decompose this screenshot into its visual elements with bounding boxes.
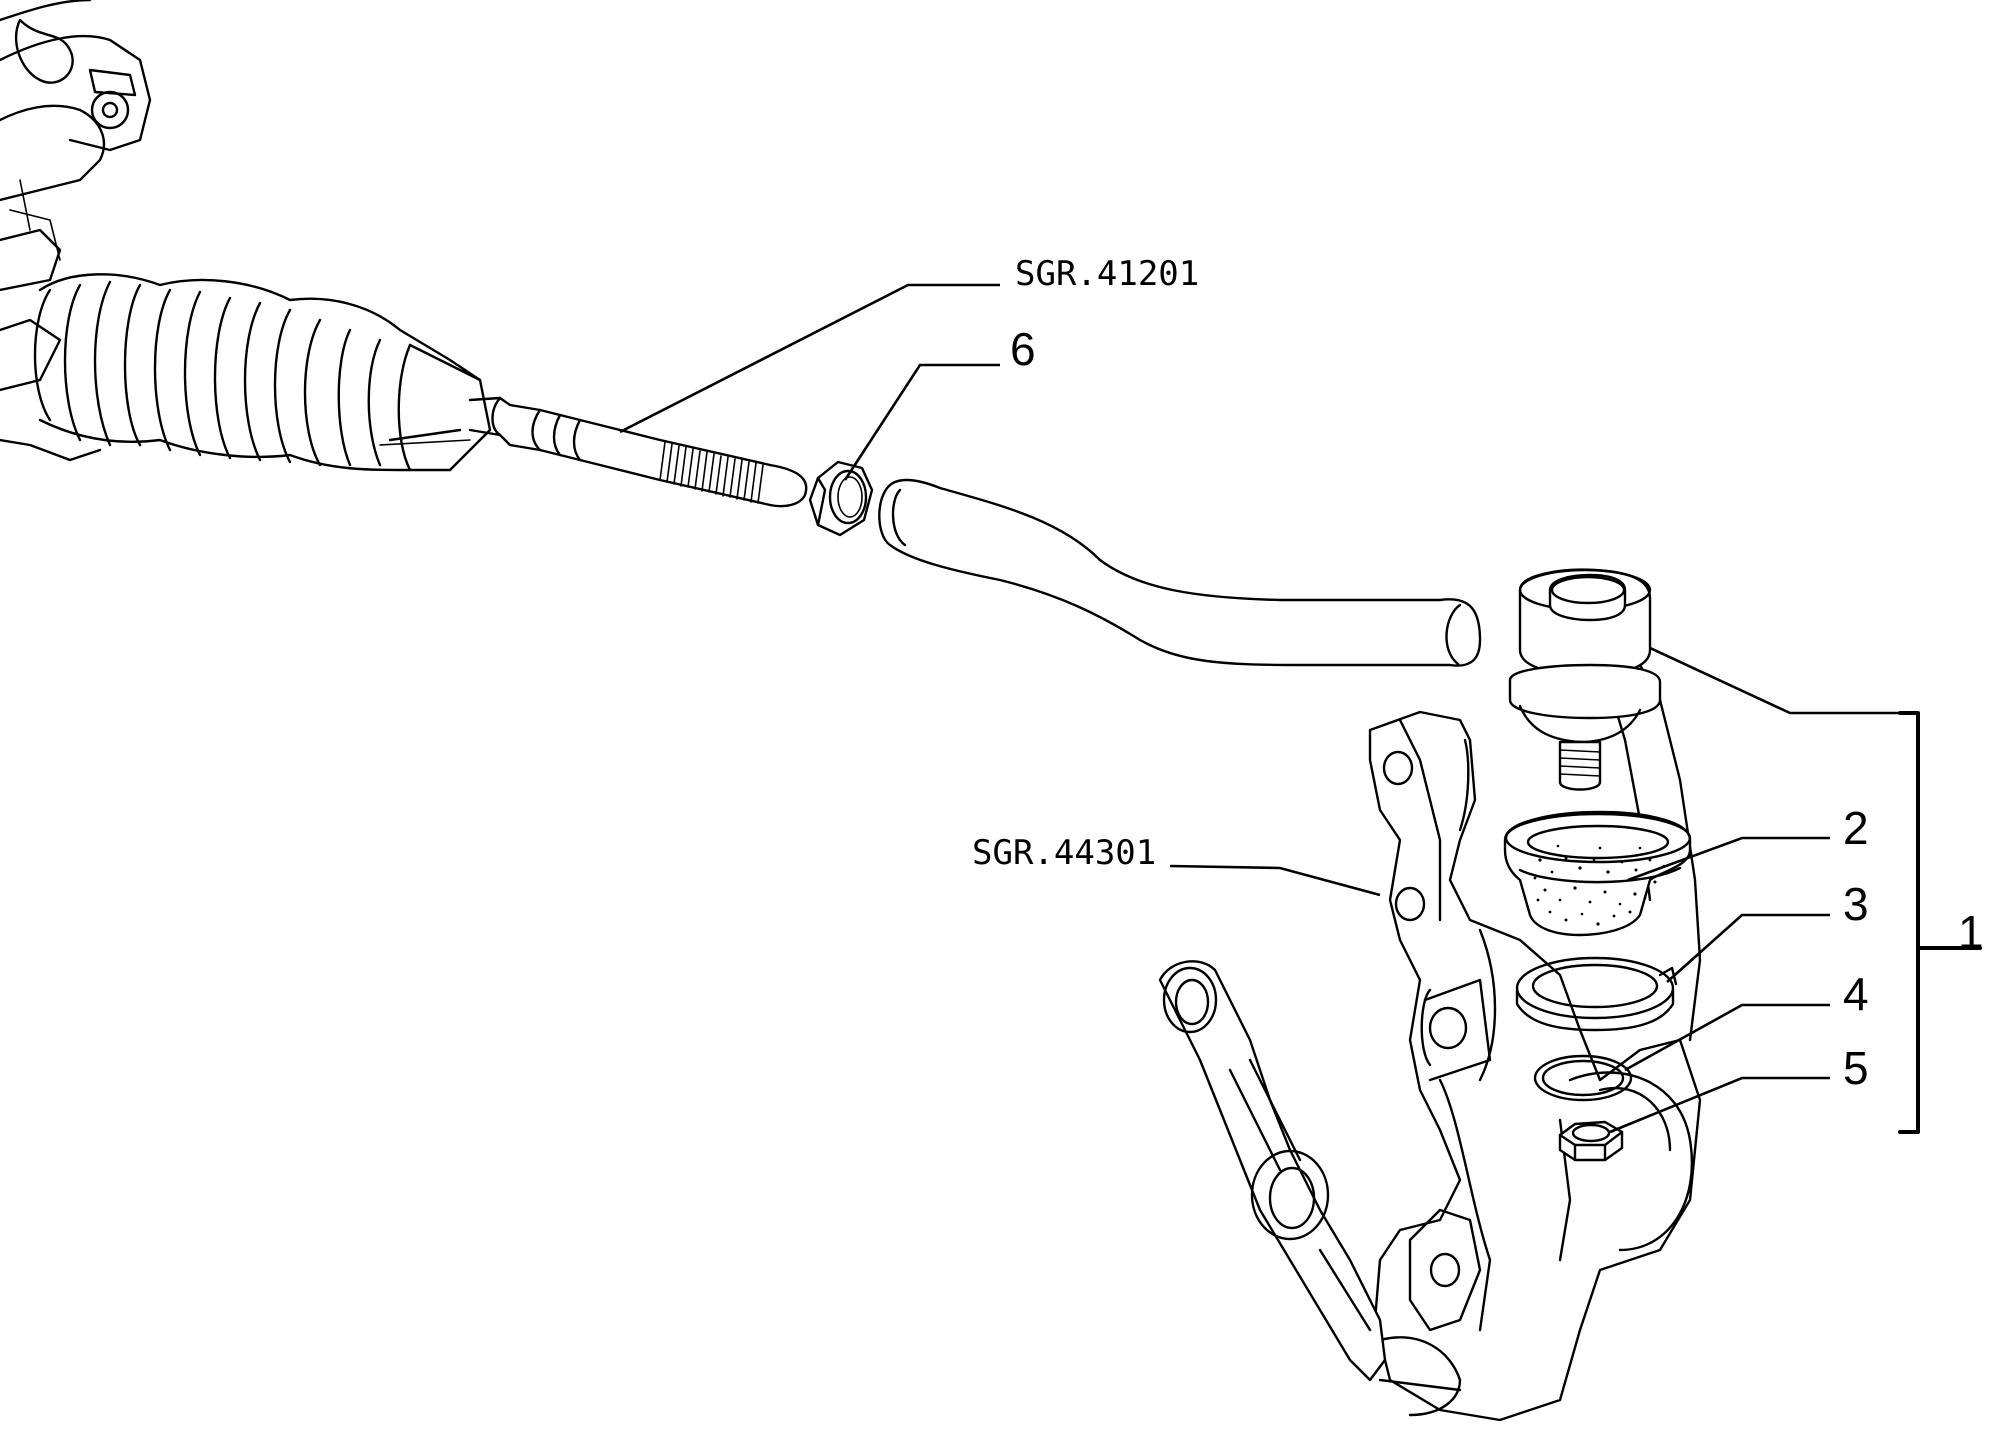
lock-nut-item-6 — [808, 460, 874, 537]
ball-joint-housing — [1508, 568, 1662, 791]
leader-item-4 — [1624, 1003, 1830, 1072]
steering-rack-housing — [0, 0, 152, 462]
nut-item-5 — [1558, 1120, 1624, 1162]
item-label-1: 1 — [1958, 906, 1984, 958]
item-label-5: 5 — [1843, 1042, 1869, 1094]
ring-item-3 — [1515, 956, 1678, 1032]
inner-tie-rod — [468, 396, 808, 508]
leader-item-6 — [843, 363, 1000, 481]
stud-threads — [1559, 749, 1601, 777]
dust-boot-texture — [1533, 844, 1666, 926]
stabiliser-link — [1158, 960, 1387, 1382]
snap-ring-item-4 — [1533, 1054, 1633, 1102]
rack-bellows-boot — [33, 273, 492, 472]
leader-lines — [619, 283, 1982, 1134]
ref-label-tie-rod: SGR.41201 — [1015, 254, 1199, 294]
dust-boot-item-2 — [1503, 810, 1692, 937]
item-label-3: 3 — [1843, 878, 1869, 930]
leader-ref-knuckle — [1169, 864, 1381, 897]
item-1-bracket — [1898, 711, 1982, 1134]
item-label-6: 6 — [1010, 323, 1036, 375]
leader-item-3 — [1666, 913, 1830, 983]
ref-label-knuckle: SGR.44301 — [972, 833, 1156, 873]
item-label-2: 2 — [1843, 802, 1869, 854]
leader-ref-tie-rod — [619, 283, 1000, 434]
item-label-4: 4 — [1843, 968, 1869, 1020]
leader-item-5 — [1609, 1076, 1830, 1134]
leader-item-1-assembly — [1649, 646, 1916, 715]
outer-tie-rod — [878, 478, 1482, 667]
leader-item-2 — [1627, 836, 1830, 882]
tie-rod-threads — [659, 441, 764, 504]
steering-knuckle — [1368, 663, 1702, 1422]
